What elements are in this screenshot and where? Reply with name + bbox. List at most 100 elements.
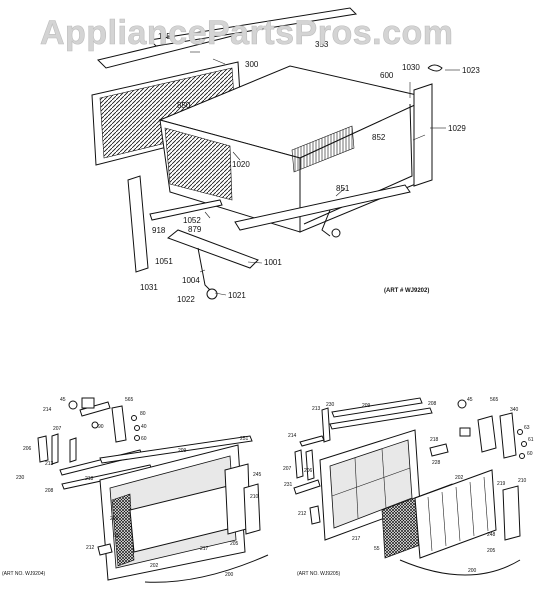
label-202: 202: [150, 563, 159, 569]
label-60: 60: [141, 436, 147, 442]
label-45: 45: [467, 397, 473, 403]
knob-40: [134, 425, 140, 431]
rail-part: [149, 199, 223, 221]
label-1001: 1001: [264, 258, 282, 267]
label-1156: 1156: [158, 32, 176, 41]
label-80: 80: [140, 411, 146, 417]
label-219: 219: [497, 481, 506, 487]
watermark-text: AppliancePartsPros.com: [40, 14, 453, 52]
label-1022: 1022: [177, 295, 195, 304]
cabinet-assembly-view: 1156 353 300 600 1030 1023 850 852 1029 …: [91, 7, 480, 304]
part-210: [243, 483, 261, 535]
knob-part: [68, 400, 78, 410]
louvered-panel-202: [414, 469, 497, 559]
clip-part: [427, 64, 443, 72]
label-340: 340: [510, 407, 519, 413]
label-212: 212: [298, 511, 307, 517]
label-251: 251: [240, 436, 249, 442]
label-228: 228: [432, 460, 441, 466]
label-850: 850: [177, 101, 191, 110]
base-200-outline: [144, 554, 269, 583]
filter-55: [111, 493, 135, 567]
label-209: 209: [178, 448, 187, 454]
label-60: 60: [527, 451, 533, 457]
foot-knob: [331, 228, 341, 238]
label-214: 214: [288, 433, 297, 439]
part-213: [321, 407, 331, 443]
label-230: 230: [16, 475, 25, 481]
part-214: [79, 401, 111, 417]
label-205: 205: [230, 541, 239, 547]
label-90: 90: [98, 424, 104, 430]
label-209: 209: [362, 403, 371, 409]
support-bracket-part: [166, 229, 259, 269]
label-600: 600: [380, 71, 394, 80]
label-218: 218: [85, 476, 94, 482]
label-245: 245: [253, 472, 262, 478]
knob-45: [457, 399, 467, 409]
label-851: 851: [336, 184, 350, 193]
label-1030: 1030: [402, 63, 420, 72]
label-200: 200: [468, 568, 477, 574]
part-206: [305, 449, 315, 481]
base-200-outline: [399, 559, 521, 576]
label-1004: 1004: [182, 276, 200, 285]
label-918: 918: [152, 226, 166, 235]
rail-209: [331, 397, 423, 418]
label-206: 206: [304, 468, 313, 474]
label-353: 353: [315, 40, 329, 49]
control-bracket-565: [111, 405, 127, 443]
rail-208: [329, 407, 433, 430]
label-213: 213: [312, 406, 321, 412]
label-213: 213: [45, 461, 54, 467]
label-1020: 1020: [232, 160, 250, 169]
label-45: 45: [60, 397, 66, 403]
rail-209: [99, 435, 253, 464]
part-207: [294, 449, 304, 479]
label-565: 565: [125, 397, 134, 403]
label-231: 231: [284, 482, 293, 488]
front-frame-inner: [329, 439, 413, 529]
label-63: 63: [524, 425, 530, 431]
label-208: 208: [428, 401, 437, 407]
label-230: 230: [326, 402, 335, 408]
knob-90: [91, 421, 99, 429]
label-1029: 1029: [448, 124, 466, 133]
label-207: 207: [283, 466, 292, 472]
knob-61: [521, 441, 527, 447]
bottom-rail-part: [234, 184, 411, 231]
control-bracket-565: [477, 415, 497, 453]
label-200: 200: [225, 572, 234, 578]
leader-lines-top: [190, 51, 460, 296]
label-1023: 1023: [462, 66, 480, 75]
label-1021: 1021: [228, 291, 246, 300]
part-230: [51, 433, 59, 465]
label-55: 55: [374, 546, 380, 552]
label-1031: 1031: [140, 283, 158, 292]
art-number-top: (ART # WJ9202): [384, 288, 429, 294]
label-212: 212: [86, 545, 95, 551]
label-248: 248: [487, 532, 496, 538]
label-1051: 1051: [155, 257, 173, 266]
knob-60: [519, 453, 525, 459]
mount-knob: [206, 288, 218, 300]
label-217: 217: [352, 536, 361, 542]
switch-part: [81, 397, 95, 409]
art-number-left: (ART NO. WJ9204): [2, 571, 45, 577]
label-210: 210: [250, 494, 259, 500]
label-55: 55: [114, 533, 120, 539]
label-208: 208: [45, 488, 54, 494]
label-205: 205: [487, 548, 496, 554]
louver-lines: [427, 476, 489, 552]
label-206: 206: [23, 446, 32, 452]
frame-grid: [331, 448, 411, 519]
knob-60: [134, 435, 140, 441]
label-218: 218: [430, 437, 439, 443]
part-214: [299, 435, 325, 447]
control-340: [499, 412, 517, 459]
front-panel-assembly-right: 45 213 230 209 208 214 207 206 218 228 5…: [283, 397, 534, 577]
part-228: [429, 443, 449, 457]
part-212: [97, 543, 113, 556]
label-214: 214: [43, 407, 52, 413]
